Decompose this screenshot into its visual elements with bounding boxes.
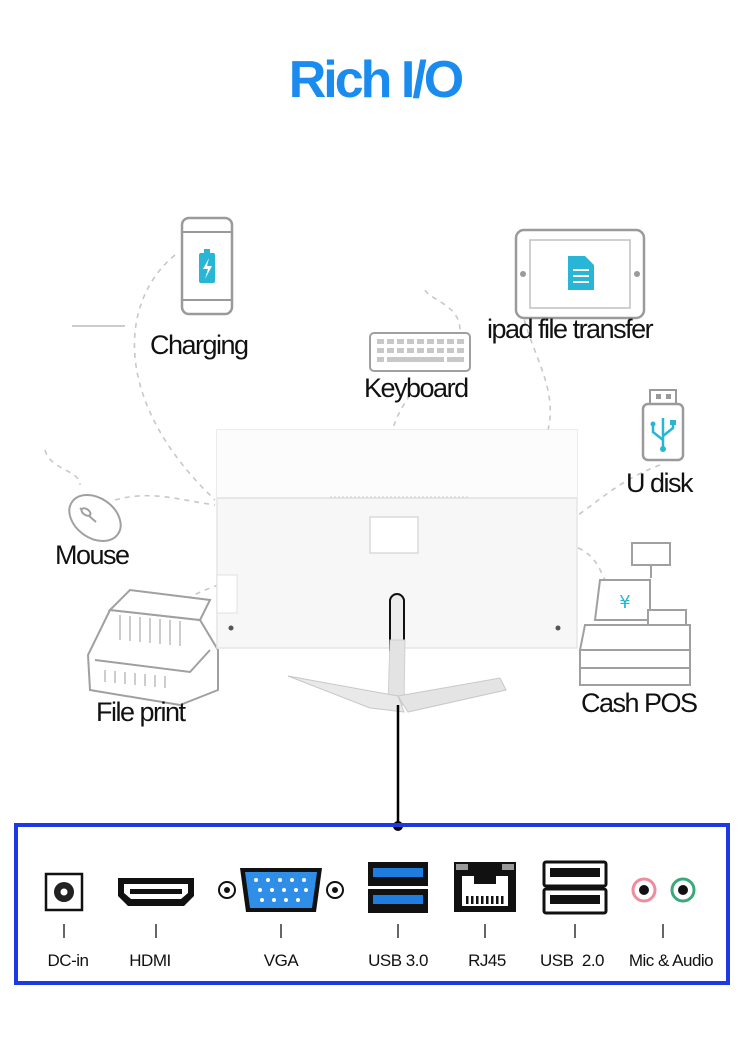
- tablet-file-icon: [514, 228, 646, 320]
- feature-label-mouse: Mouse: [55, 540, 130, 570]
- port-label-rj45: RJ45: [468, 951, 506, 970]
- port-label-usb3: USB 3.0: [368, 951, 428, 970]
- connector-ipad: [519, 289, 551, 431]
- connector-mouse: [114, 494, 216, 506]
- connector-pos: [577, 547, 606, 581]
- port-label-usb2: USB 2.0: [539, 951, 605, 970]
- dot-matrix-printer-icon: [86, 588, 219, 707]
- connector-charging: [133, 254, 216, 501]
- port-label-vga: VGA: [263, 951, 299, 970]
- vga-port-icon: [218, 868, 344, 912]
- phone-charging-icon: [180, 216, 234, 316]
- usb-stick-icon: [641, 389, 685, 462]
- feature-label-fileprint: File print: [96, 697, 186, 727]
- feature-label-charging: Charging: [150, 330, 249, 360]
- monitor-stand: [287, 639, 507, 713]
- hdmi-port-icon: [118, 878, 194, 906]
- currency-symbol: ¥: [619, 592, 630, 613]
- usb3-port-icon: [368, 862, 428, 913]
- rj45-port-icon: [454, 862, 516, 912]
- monitor: [216, 429, 578, 651]
- audio-jack-icon: [631, 877, 696, 903]
- connector-udisk: [577, 464, 661, 516]
- usb2-port-icon: [542, 860, 608, 915]
- io-panel-frame: [14, 823, 730, 985]
- page-title: Rich I/O: [288, 51, 464, 109]
- connector-keyboard: [391, 394, 411, 433]
- keyboard-icon: [369, 332, 471, 372]
- dc-jack-icon: [44, 872, 84, 912]
- feature-label-ipad: ipad file transfer: [487, 314, 654, 344]
- feature-label-udisk: U disk: [626, 468, 694, 498]
- connector-printer: [169, 584, 219, 611]
- port-label-mic-audio: Mic & Audio: [628, 951, 714, 970]
- feature-label-cashpos: Cash POS: [581, 688, 698, 718]
- port-label-hdmi: HDMI: [129, 951, 171, 970]
- port-label-dc-in: DC-in: [47, 951, 89, 970]
- connector-keyboard-cable: [424, 289, 461, 331]
- feature-label-keyboard: Keyboard: [364, 373, 469, 403]
- mouse-icon: [68, 494, 122, 542]
- cash-register-icon: [578, 542, 691, 686]
